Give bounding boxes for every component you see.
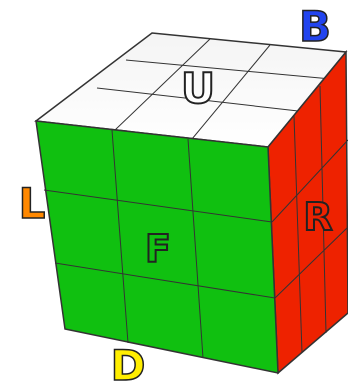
- label-right: R: [303, 195, 332, 239]
- cube-face-front-grid: [43, 129, 276, 359]
- cube-face-right-grid: [271, 85, 348, 354]
- cube-face-front: [35, 120, 279, 374]
- label-down: D: [111, 341, 146, 385]
- label-front: F: [145, 227, 171, 271]
- label-back: B: [299, 2, 331, 51]
- label-up: U: [181, 64, 215, 113]
- cube-face-up-grid: [96, 38, 332, 140]
- label-left: L: [19, 179, 46, 228]
